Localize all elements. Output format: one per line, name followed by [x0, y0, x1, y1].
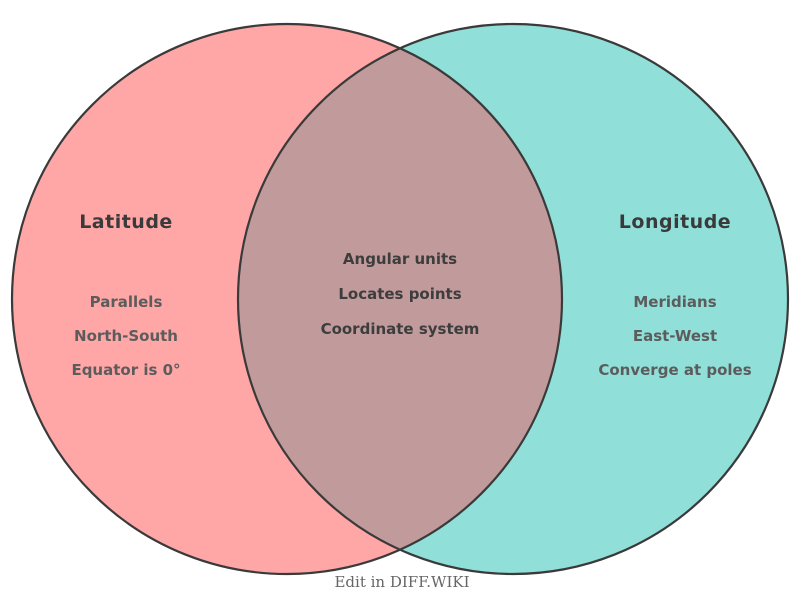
overlap-item: Locates points: [338, 285, 462, 303]
right-circle-item: East-West: [632, 327, 718, 345]
left-circle-item: North-South: [74, 327, 178, 345]
overlap-item: Angular units: [342, 250, 458, 268]
right-circle-outline: [236, 22, 790, 576]
overlap-item: Coordinate system: [320, 320, 480, 338]
left-circle-outline: [10, 22, 564, 576]
right-circle-item: Converge at poles: [598, 361, 752, 379]
left-circle-item: Equator is 0°: [71, 361, 181, 379]
left-circle-title: Latitude: [79, 211, 173, 233]
overlap-region: [238, 24, 562, 574]
right-circle-title: Longitude: [618, 211, 732, 233]
edit-in-diff-wiki-link[interactable]: Edit in DIFF.WIKI: [334, 573, 470, 591]
right-circle-item: Meridians: [633, 293, 717, 311]
left-circle-item: Parallels: [89, 293, 163, 311]
